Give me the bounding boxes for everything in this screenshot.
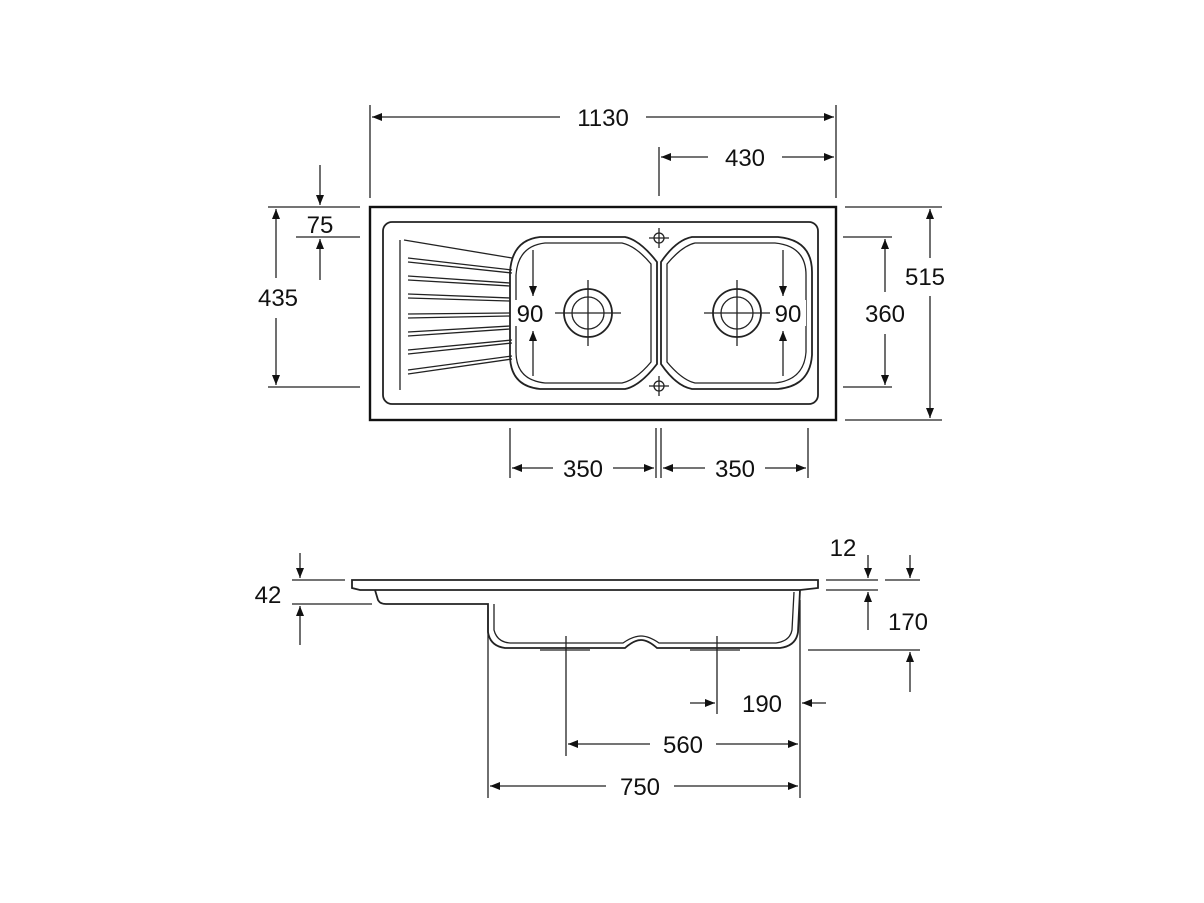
sink-body-profile [374,589,801,649]
dim-label-12: 12 [830,535,857,562]
dim-label-430: 430 [725,145,765,172]
dimension-bowl-widths: 350 350 [509,428,809,483]
dimension-front-edge-to-bowl: 75 [268,165,360,280]
dimension-overall-depth: 515 [845,206,945,421]
dimension-bowl-length: 360 [843,236,905,388]
left-bowl [509,236,658,390]
dimension-left-drain-offset: 90 [512,250,548,376]
sink-rim-profile [351,579,819,591]
sink-outline [368,205,838,422]
dim-label-350-left: 350 [563,456,603,483]
dimension-rim-thickness: 12 [826,535,878,630]
drainboard-ribs [399,239,513,390]
tap-hole-marker-bottom [649,376,669,396]
dimension-drain-to-edge: 190 [690,691,826,718]
dimension-overall-width: 1130 [369,105,837,198]
dim-label-170: 170 [888,609,928,636]
dim-label-515: 515 [905,264,945,291]
dim-label-90-left: 90 [517,301,544,328]
dimension-drain-spacing: 560 [568,732,798,759]
dim-label-1130: 1130 [577,105,629,132]
top-view: 1130 430 75 435 515 [258,105,945,483]
right-drain [704,280,770,346]
dim-label-750: 750 [620,774,660,801]
dim-label-360: 360 [865,301,905,328]
dim-label-350-right: 350 [715,456,755,483]
left-drain [555,280,621,346]
dimension-bowl-depth: 170 [808,555,928,692]
dim-label-435: 435 [258,285,298,312]
side-view: 42 12 170 190 560 [255,535,928,801]
dimension-bowl-unit-width: 750 [490,774,798,801]
side-extension-lines [487,600,801,798]
dimension-bowl-section-width: 430 [658,145,834,196]
dim-label-42: 42 [255,582,282,609]
tap-hole-marker-top [649,228,669,248]
dimension-right-drain-offset: 90 [770,250,806,376]
dim-label-560: 560 [663,732,703,759]
dim-label-75: 75 [307,212,334,239]
dim-label-90-right: 90 [775,301,802,328]
dim-label-190: 190 [742,691,782,718]
dimension-bowl-depth-from-front: 435 [258,209,360,388]
sink-inner-rim [382,221,819,405]
dimension-drainer-depth: 42 [255,553,372,645]
right-bowl [660,236,813,390]
